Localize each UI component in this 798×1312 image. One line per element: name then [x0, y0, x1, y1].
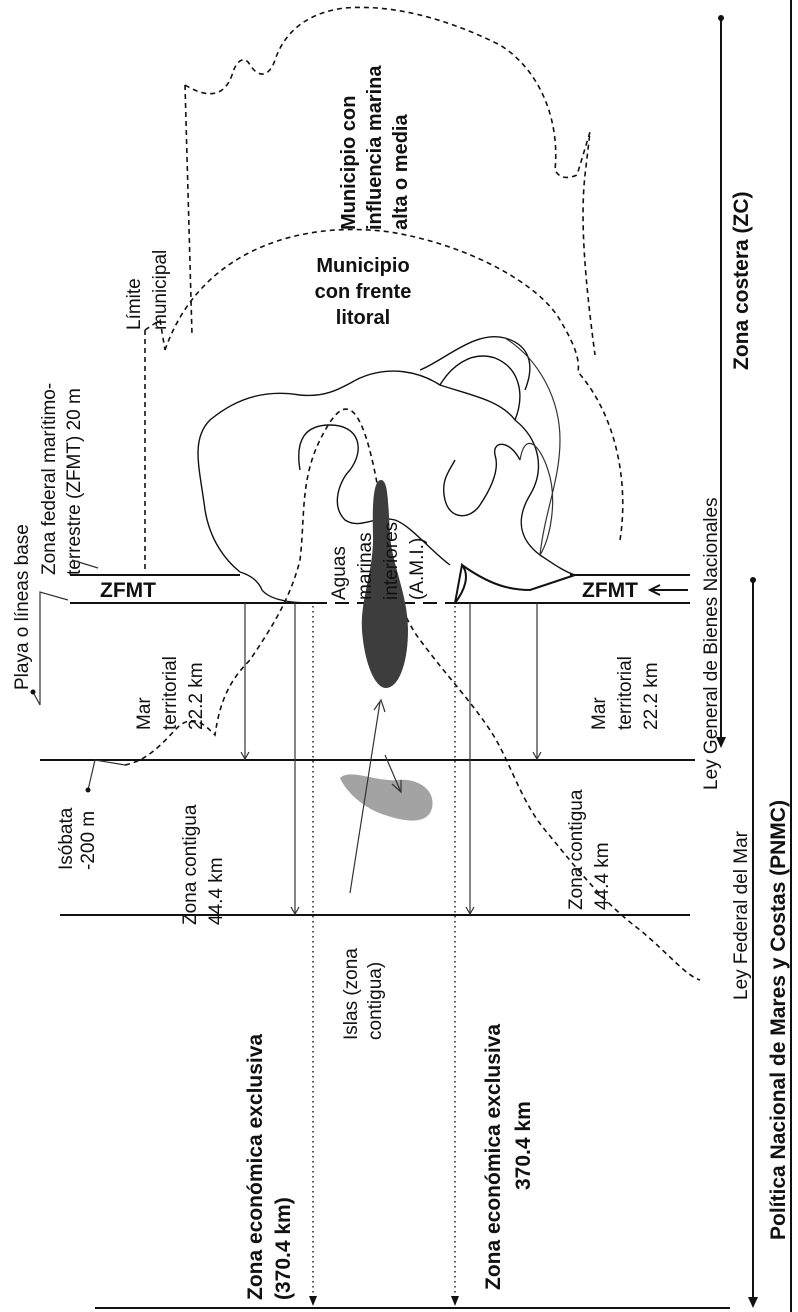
zfmt-top-label: ZFMT [100, 579, 156, 602]
svg-text:Zona contigua: Zona contigua [180, 804, 201, 925]
label-ley-mar: Ley Federal del Mar [731, 830, 752, 1000]
zfmt-arrow [647, 584, 688, 596]
eez-dotted-arrows [309, 606, 459, 1306]
svg-text:Ley Federal del Mar: Ley Federal del Mar [731, 830, 752, 1000]
svg-text:terrestre (ZFMT) 20 m: terrestre (ZFMT) 20 m [64, 388, 85, 575]
label-zee-bottom: Zona económica exclusiva 370.4 km [482, 1024, 535, 1290]
coastline [197, 336, 576, 604]
label-contigua-top: Zona contigua 44.4 km [180, 804, 227, 925]
svg-text:Mar: Mar [134, 697, 155, 730]
islands-arrow-light [384, 754, 402, 794]
svg-text:44.4 km: 44.4 km [206, 857, 227, 925]
svg-text:370.4 km: 370.4 km [512, 1101, 535, 1190]
isobath-pointer [87, 759, 126, 791]
influence-municipality-left [184, 84, 193, 336]
label-mar-territorial-bottom: Mar territorial 22.2 km [589, 656, 662, 730]
svg-text:alta o media: alta o media [390, 114, 412, 230]
svg-text:Política Nacional de Mares y C: Política Nacional de Mares y Costas (PNM… [767, 800, 790, 1240]
isobath-line [124, 408, 701, 981]
svg-text:Islas (zona: Islas (zona [341, 948, 362, 1040]
label-zona-costera: Zona costera (ZC) [730, 191, 753, 370]
zfmt-bottom-label: ZFMT [582, 579, 638, 602]
playa-pointer-dot [30, 689, 36, 695]
svg-text:con frente: con frente [315, 281, 412, 303]
svg-text:territorial: territorial [160, 656, 181, 730]
svg-text:22.2 km: 22.2 km [186, 662, 207, 730]
label-aguas: Aguas marinas interiores (A.M.I.) [329, 522, 428, 600]
limite-municipal-pointer [144, 318, 166, 351]
label-contigua-bottom: Zona contigua 44.4 km [566, 789, 613, 910]
svg-text:interiores: interiores [381, 522, 402, 600]
label-mar-territorial-top: Mar territorial 22.2 km [134, 656, 207, 730]
label-ley-bienes: Ley General de Bienes Nacionales [701, 497, 722, 790]
svg-text:44.4 km: 44.4 km [592, 842, 613, 910]
svg-text:Zona federal marítimo-: Zona federal marítimo- [39, 383, 60, 575]
label-pnmc: Política Nacional de Mares y Costas (PNM… [767, 800, 790, 1240]
svg-text:-200 m: -200 m [78, 811, 99, 870]
playa-pointer [32, 591, 69, 706]
island-light [340, 774, 433, 821]
label-isobata: Isóbata -200 m [56, 807, 99, 870]
label-islas: Islas (zona contigua) [341, 948, 386, 1040]
pnmc-span [748, 577, 758, 1308]
svg-text:Playa o líneas base: Playa o líneas base [12, 524, 33, 690]
label-limite-municipal: Límite municipal [124, 250, 171, 330]
svg-text:Municipio con: Municipio con [338, 96, 360, 230]
zona-federal-pointer [71, 559, 99, 569]
label-zona-federal: Zona federal marítimo- terrestre (ZFMT) … [39, 383, 85, 575]
measurement-arrows [240, 603, 542, 916]
coastline-mouth [454, 562, 576, 604]
svg-text:Isóbata: Isóbata [56, 807, 77, 870]
svg-text:(370.4 km): (370.4 km) [272, 1197, 295, 1300]
zona-costera-span [716, 15, 726, 748]
isobath-pointer-dot [85, 787, 91, 793]
svg-text:Municipio: Municipio [316, 255, 409, 277]
label-municipio-frente: Municipio con frente litoral [315, 255, 412, 329]
svg-text:22.2 km: 22.2 km [641, 662, 662, 730]
svg-text:contigua): contigua) [365, 962, 386, 1040]
island-dark [361, 480, 408, 688]
label-zee-top: Zona económica exclusiva (370.4 km) [244, 1034, 295, 1300]
svg-text:influencia marina: influencia marina [364, 65, 386, 230]
svg-text:litoral: litoral [336, 307, 390, 329]
svg-text:Ley General de Bienes Nacional: Ley General de Bienes Nacionales [701, 497, 722, 790]
label-playa: Playa o líneas base [12, 524, 33, 690]
influence-municipality-boundary [184, 6, 596, 356]
coastal-municipality-boundary [164, 228, 624, 541]
islands-arrow-dark [349, 698, 386, 894]
label-municipio-influencia: Municipio con influencia marina alta o m… [338, 65, 412, 230]
svg-text:Límite: Límite [124, 278, 145, 330]
svg-text:marinas: marinas [355, 532, 376, 600]
svg-text:Zona costera (ZC): Zona costera (ZC) [730, 191, 753, 370]
coastline-inner-sweep [504, 337, 561, 556]
svg-text:(A.M.I.): (A.M.I.) [407, 538, 428, 600]
svg-text:Zona económica exclusiva: Zona económica exclusiva [244, 1034, 267, 1300]
svg-text:Mar: Mar [589, 697, 610, 730]
svg-text:municipal: municipal [150, 250, 171, 330]
svg-text:Zona económica exclusiva: Zona económica exclusiva [482, 1024, 505, 1290]
svg-text:Aguas: Aguas [329, 546, 350, 600]
svg-text:Zona contigua: Zona contigua [566, 789, 587, 910]
svg-text:territorial: territorial [615, 656, 636, 730]
